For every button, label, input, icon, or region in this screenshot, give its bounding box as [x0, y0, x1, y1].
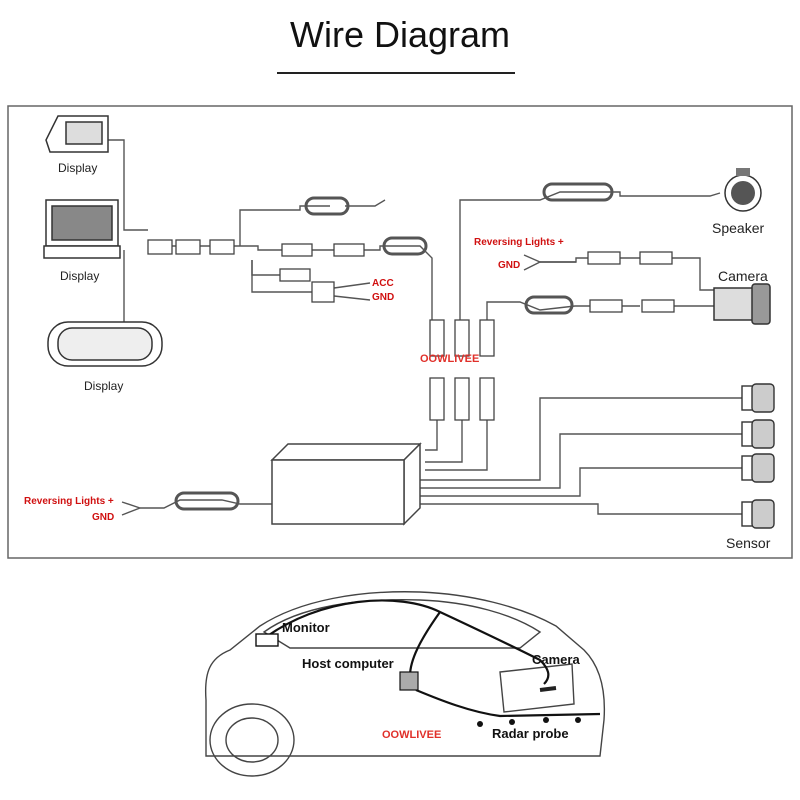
- radar-probe-dots: [477, 717, 581, 727]
- host-box: [270, 442, 422, 526]
- video-link-wire: [362, 245, 433, 320]
- car-radar-probe-label: Radar probe: [492, 726, 569, 741]
- car-host-computer-icon: [399, 671, 419, 691]
- display-1-wire: [108, 139, 148, 231]
- acc-label: ACC: [372, 278, 394, 289]
- power-branch: [239, 205, 330, 246]
- camera-label: Camera: [718, 268, 768, 284]
- sensor-4-wire: [410, 503, 742, 515]
- sensor-label: Sensor: [726, 535, 771, 551]
- monitor-icon: [45, 115, 109, 153]
- camera-icon: [713, 283, 771, 325]
- reversing-gnd-bottom-label: GND: [92, 512, 114, 523]
- car-host-computer-label: Host computer: [302, 656, 394, 671]
- reversing-lights-top-label: Reversing Lights +: [474, 237, 564, 248]
- in-dash-display-icon: [43, 199, 121, 259]
- page-title: Wire Diagram: [289, 14, 511, 55]
- sensor-icons: [741, 383, 775, 529]
- speaker-icon: [724, 168, 762, 212]
- title-underline: [277, 72, 515, 74]
- watermark-wiring: OOWLIVEE: [420, 353, 479, 365]
- car-camera-label: Camera: [532, 652, 580, 667]
- reversing-lights-bottom-label: Reversing Lights +: [24, 496, 114, 507]
- display-3-label: Display: [84, 379, 123, 393]
- speaker-wire: [459, 191, 721, 320]
- display-2-label: Display: [60, 269, 99, 283]
- acc-gnd-label: GND: [372, 292, 394, 303]
- speaker-label: Speaker: [712, 220, 764, 236]
- car-monitor-label: Monitor: [282, 620, 330, 635]
- car-monitor-icon: [255, 633, 279, 647]
- display-1-label: Display: [58, 161, 97, 175]
- sensor-2-wire: [410, 433, 742, 489]
- watermark-car: OOWLIVEE: [382, 729, 441, 741]
- sensor-1-wire: [410, 397, 742, 481]
- reversing-gnd-top-label: GND: [498, 260, 520, 271]
- mirror-display-icon: [47, 321, 163, 367]
- diagram-frame: [7, 105, 793, 559]
- sensor-3-wire: [410, 467, 742, 497]
